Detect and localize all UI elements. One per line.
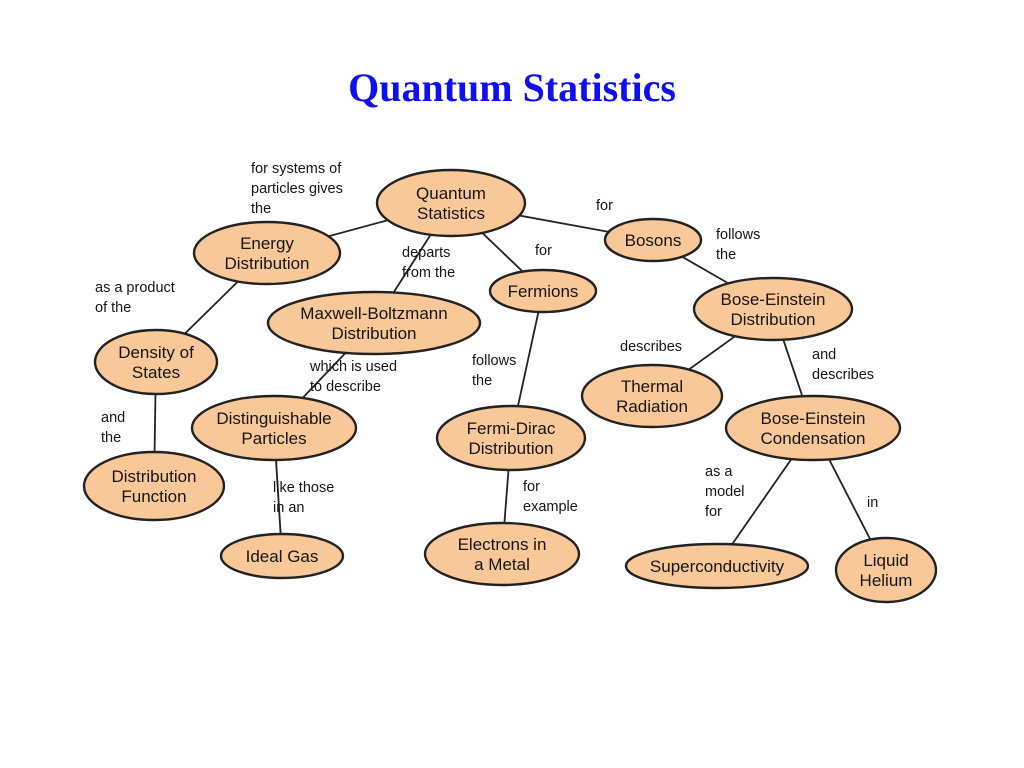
node-shape-bosons: [603, 217, 703, 263]
node-label-bosons: Bosons: [625, 231, 682, 250]
link-label-bose-einstein-distribution-to-thermal-radiation: describes: [620, 339, 682, 355]
node-bosons: Bosons: [603, 217, 703, 263]
node-label-fermions: Fermions: [508, 282, 579, 301]
node-shape-bose-einstein-condensation: [724, 394, 902, 462]
node-shape-maxwell-boltzmann-distribution: [266, 290, 482, 356]
node-shape-distribution-function: [82, 450, 226, 522]
node-shape-superconductivity: [624, 542, 810, 590]
page-title: Quantum Statistics: [348, 65, 676, 110]
node-shape-distinguishable-particles: [190, 394, 358, 462]
node-shape-ideal-gas: [219, 532, 345, 580]
node-shape-quantum-statistics: [375, 168, 527, 238]
node-shape-bose-einstein-distribution: [692, 276, 854, 342]
node-ideal-gas: Ideal Gas: [219, 532, 345, 580]
node-shape-density-of-states: [93, 328, 219, 396]
link-label-quantum-statistics-to-bosons: for: [596, 198, 613, 214]
node-shape-fermions: [488, 268, 598, 314]
node-shape-energy-distribution: [192, 220, 342, 286]
node-label-superconductivity: Superconductivity: [650, 557, 785, 576]
node-label-ideal-gas: Ideal Gas: [246, 547, 319, 566]
node-superconductivity: Superconductivity: [624, 542, 810, 590]
node-shape-fermi-dirac-distribution: [435, 404, 587, 472]
node-fermions: Fermions: [488, 268, 598, 314]
link-label-quantum-statistics-to-fermions: for: [535, 243, 552, 259]
link-label-bose-einstein-condensation-to-liquid-helium: in: [867, 495, 878, 511]
node-shape-electrons-in-a-metal: [423, 521, 581, 587]
node-shape-thermal-radiation: [580, 363, 724, 429]
node-shape-liquid-helium: [834, 536, 938, 604]
